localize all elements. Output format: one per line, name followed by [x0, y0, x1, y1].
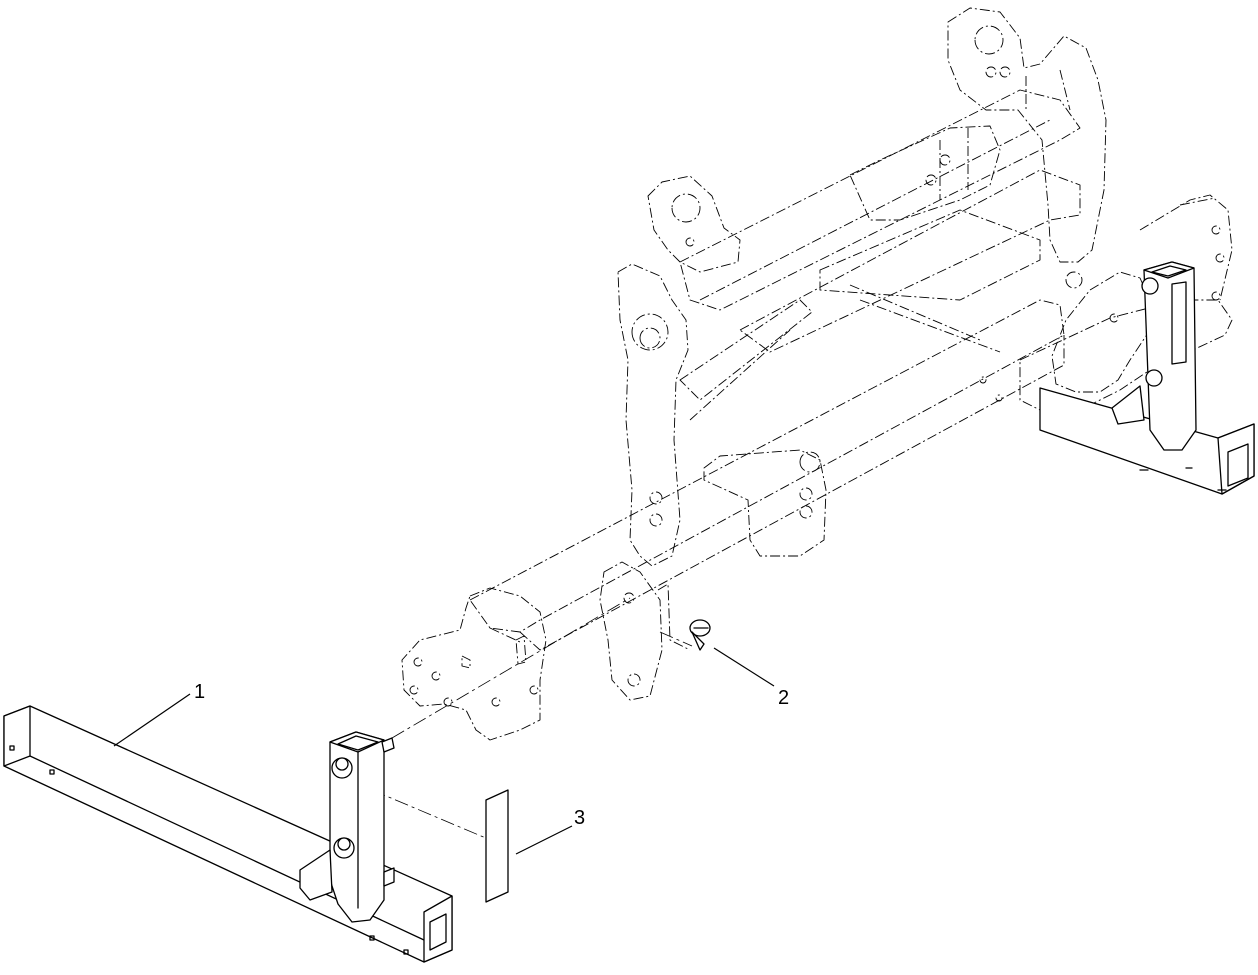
front-upright-plate-left	[647, 175, 741, 273]
callouts: 1 2 3	[113, 647, 789, 855]
part-1-stand-assembly	[3, 705, 453, 963]
callout-1: 1	[194, 681, 205, 703]
lower-main-beam	[469, 299, 1065, 633]
leader-line-3	[515, 825, 573, 855]
callout-2: 2	[778, 687, 789, 709]
lower-center-bracket	[599, 561, 663, 701]
leader-line-2	[713, 647, 775, 687]
installed-stand-right	[1039, 261, 1255, 495]
front-hitch-bracket	[401, 587, 547, 741]
left-side-plate	[617, 263, 689, 567]
part-3-decal	[485, 789, 509, 903]
phantom-frame-assembly	[401, 7, 1233, 741]
upper-cross-tube	[679, 89, 1081, 311]
part-2-hitch-pin-clip	[689, 619, 711, 651]
right-side-plate	[1051, 271, 1151, 393]
rear-upright-plate-right	[947, 7, 1107, 263]
callout-3: 3	[574, 807, 585, 829]
leader-line-1	[113, 693, 191, 747]
